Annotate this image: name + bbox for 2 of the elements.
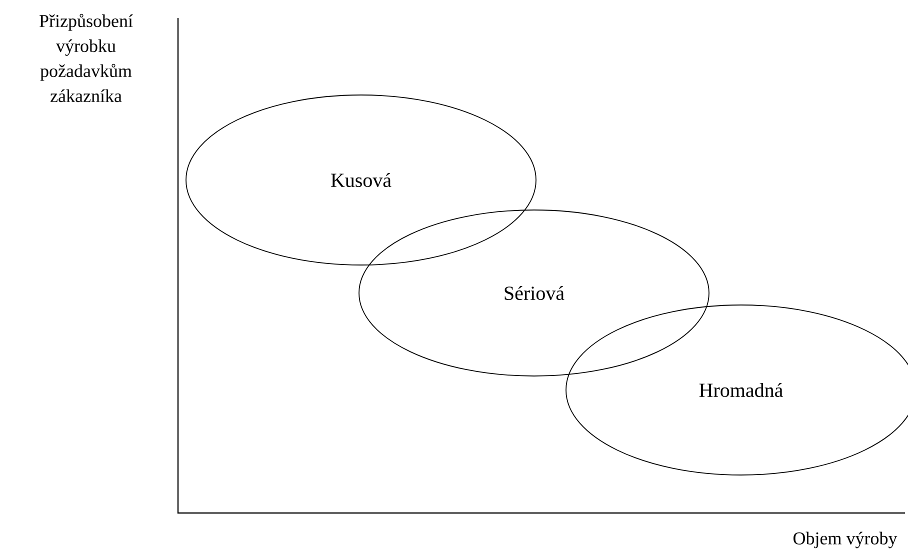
axis-label: Objem výroby: [794, 532, 898, 548]
axis-label: Přizpůsobení výrobku požadavkům zákazníka: [40, 14, 133, 102]
